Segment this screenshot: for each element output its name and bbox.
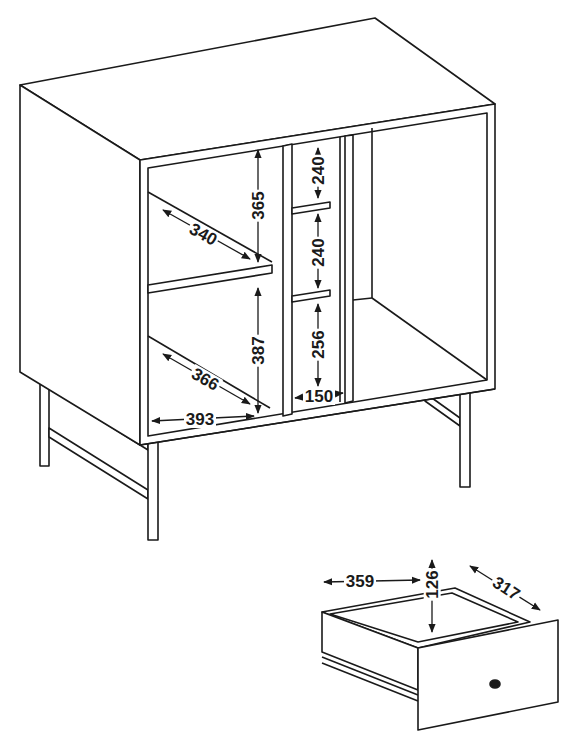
dimension-label: 317 <box>488 572 524 604</box>
dimension-label: 359 <box>344 573 376 590</box>
dimension-label: 256 <box>310 328 327 360</box>
dimension-label: 393 <box>184 411 216 428</box>
dimension-label: 240 <box>310 236 327 268</box>
drawer-illustration <box>322 588 558 730</box>
dimension-label: 150 <box>303 388 335 405</box>
dimension-label: 240 <box>310 154 327 186</box>
dimension-lines <box>152 148 540 632</box>
dimension-label: 126 <box>424 568 441 600</box>
dimension-label: 387 <box>250 334 267 366</box>
cabinet-body <box>20 18 495 445</box>
dimension-label: 365 <box>250 189 267 221</box>
